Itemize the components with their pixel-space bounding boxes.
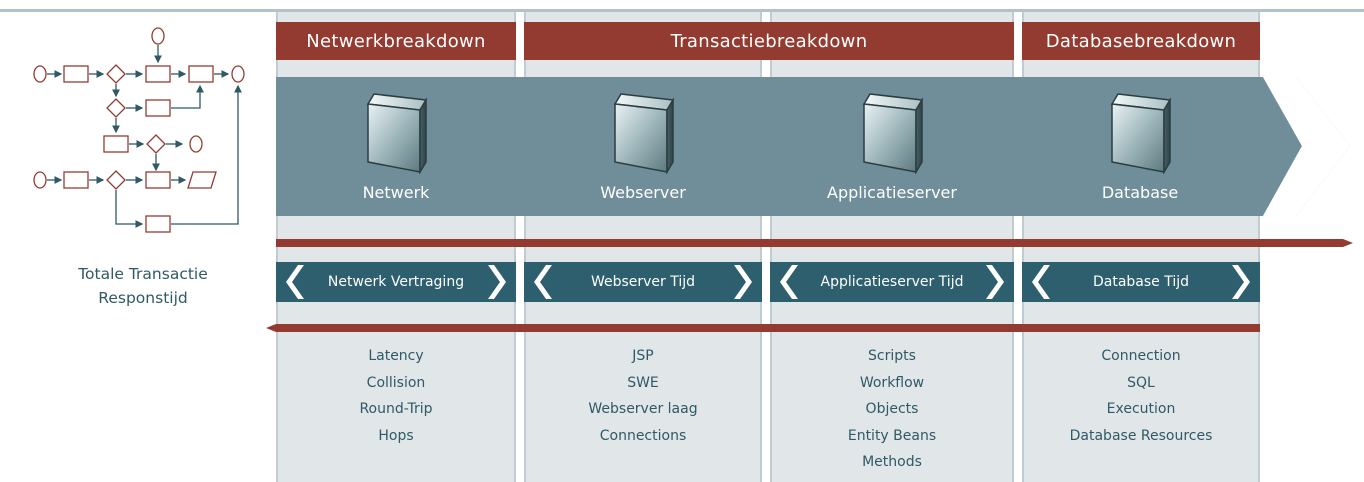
layer-label-webserver: Webserver (600, 183, 686, 202)
chevron-right-icon (488, 265, 506, 299)
top-rule (0, 9, 1364, 12)
list-item: Objects (865, 401, 919, 417)
flowchart-illustration (33, 27, 245, 233)
list-item: Hops (378, 427, 414, 444)
layer-label-applicatieserver: Applicatieserver (827, 183, 957, 202)
time-pill-webserver: Webserver Tijd (524, 262, 762, 302)
list-item: SQL (1127, 374, 1155, 391)
list-item: Connection (1101, 348, 1181, 364)
list-item: Webserver laag (588, 401, 698, 417)
list-item: Entity Beans (847, 427, 937, 444)
time-label: Database Tijd (1092, 274, 1190, 290)
layer-label-database: Database (1101, 183, 1179, 202)
item-list-applicatieserver: Scripts Workflow Objects Entity Beans Me… (777, 343, 1007, 476)
banner-netwerkbreakdown: Netwerkbreakdown (276, 22, 516, 60)
list-item: Workflow (859, 374, 925, 391)
chevron-right-icon (986, 265, 1004, 299)
banner-transactiebreakdown: Transactiebreakdown (524, 22, 1014, 60)
list-item: Methods (862, 454, 922, 470)
item-list-netwerk: Latency Collision Round-Trip Hops (281, 343, 511, 449)
list-item: Database Resources (1069, 427, 1213, 444)
item-list-webserver: JSP SWE Webserver laag Connections (528, 343, 758, 449)
server-icon (1110, 93, 1172, 175)
list-item: Round-Trip (359, 401, 433, 417)
chevron-left-icon (780, 265, 798, 299)
server-icon (862, 93, 924, 175)
chevron-left-icon (1032, 265, 1050, 299)
layer-label-netwerk: Netwerk (362, 183, 430, 202)
time-label: Webserver Tijd (590, 274, 696, 290)
chevron-right-icon (1232, 265, 1250, 299)
time-label: Netwerk Vertraging (327, 274, 465, 290)
list-item: Scripts (868, 348, 916, 364)
list-item: Latency (368, 348, 424, 364)
server-icon (366, 93, 428, 175)
list-item: Execution (1106, 401, 1176, 417)
chevron-left-icon (534, 265, 552, 299)
chevron-right-icon (734, 265, 752, 299)
item-list-database: Connection SQL Execution Database Resour… (1026, 343, 1256, 449)
time-pill-applicatieserver: Applicatieserver Tijd (770, 262, 1014, 302)
list-item: Connections (599, 427, 687, 444)
time-pill-netwerk: Netwerk Vertraging (276, 262, 516, 302)
list-item: SWE (627, 374, 659, 391)
list-item: Collision (366, 374, 426, 391)
time-label: Applicatieserver Tijd (820, 274, 964, 290)
time-pill-database: Database Tijd (1022, 262, 1260, 302)
caption-total-response-time: Totale Transactie Responstijd (78, 265, 208, 307)
banner-databasebreakdown: Databasebreakdown (1022, 22, 1260, 60)
chevron-left-icon (286, 265, 304, 299)
server-icon (613, 93, 675, 175)
list-item: JSP (632, 348, 654, 364)
